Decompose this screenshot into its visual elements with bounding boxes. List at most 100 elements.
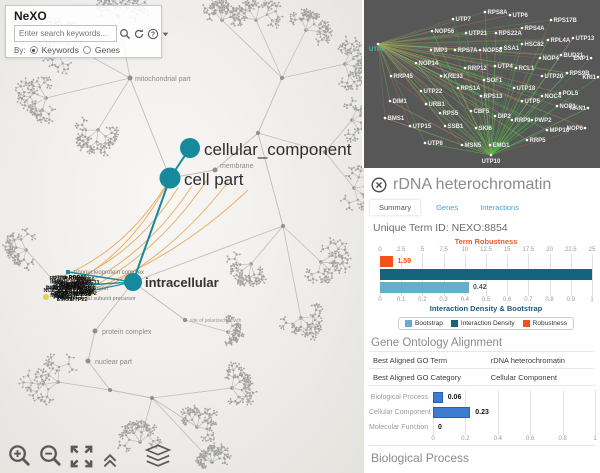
radio-genes[interactable] xyxy=(82,46,91,54)
gene-node[interactable] xyxy=(493,64,497,68)
tab-interactions[interactable]: Interactions xyxy=(480,203,519,212)
gene-node[interactable] xyxy=(530,118,534,122)
gene-label[interactable]: RRP12 xyxy=(468,66,488,72)
gene-label[interactable]: NAN1 xyxy=(570,106,587,112)
tree-node-label[interactable]: protein complex xyxy=(102,329,152,336)
gene-label[interactable]: RPS13 xyxy=(484,94,504,100)
gene-label[interactable]: BUD21 xyxy=(564,53,584,59)
gene-label[interactable]: PWP2 xyxy=(535,118,553,124)
tab-summary[interactable]: Summary xyxy=(370,200,421,215)
gene-node[interactable] xyxy=(565,71,569,75)
gene-label[interactable]: UTP10 xyxy=(482,159,501,165)
tree-node-label[interactable]: membrane xyxy=(220,163,254,170)
tree-node-label[interactable]: site of polarized growth xyxy=(190,318,242,324)
gene-node[interactable] xyxy=(464,31,468,35)
gene-label[interactable]: RPS4A xyxy=(525,26,546,32)
gene-node[interactable] xyxy=(508,13,512,17)
search-input[interactable] xyxy=(14,25,117,42)
tree-node-label[interactable]: nuclear part xyxy=(95,359,132,366)
gene-label[interactable]: NOP1 xyxy=(560,104,577,110)
gene-label[interactable]: KRI1 xyxy=(582,75,596,81)
tree-node-label[interactable]: cell part xyxy=(184,170,244,189)
gene-label[interactable]: SKI6 xyxy=(479,126,493,132)
gene-label[interactable]: UTP13 xyxy=(576,36,595,42)
gene-label[interactable]: SOF1 xyxy=(487,78,503,84)
tree-node-label[interactable]: ribosomal subunit precursor xyxy=(68,296,136,302)
gene-node[interactable] xyxy=(493,114,497,118)
gene-node[interactable] xyxy=(479,94,483,98)
gene-node[interactable] xyxy=(489,153,493,157)
gene-label[interactable]: UTP5 xyxy=(525,99,541,105)
search-icon[interactable] xyxy=(119,28,131,40)
gene-node[interactable] xyxy=(408,124,412,128)
gene-node[interactable] xyxy=(451,17,455,21)
gene-node[interactable] xyxy=(474,126,478,130)
close-icon[interactable] xyxy=(371,177,387,193)
gene-label[interactable]: SSA1 xyxy=(504,46,520,52)
gene-node[interactable] xyxy=(525,138,529,142)
gene-node[interactable] xyxy=(469,109,473,113)
radio-genes-label[interactable]: Genes xyxy=(94,45,120,55)
gene-label[interactable]: EMG1 xyxy=(493,143,511,149)
node-cellular-component[interactable] xyxy=(180,138,200,158)
fit-to-screen-button[interactable] xyxy=(69,444,94,469)
gene-label[interactable]: RPS17B xyxy=(554,18,578,24)
tree-node-label[interactable]: intracellular xyxy=(145,275,219,290)
gene-node[interactable] xyxy=(538,56,542,60)
layers-button[interactable] xyxy=(144,443,172,470)
node-intracellular[interactable] xyxy=(124,273,142,291)
gene-node[interactable] xyxy=(414,61,418,65)
gene-label[interactable]: NOP14 xyxy=(419,61,439,67)
gene-label[interactable]: RRP5 xyxy=(530,138,547,144)
gene-node[interactable] xyxy=(443,124,447,128)
gene-label[interactable]: UTP18 xyxy=(517,86,536,92)
gene-label[interactable]: NOP6 xyxy=(567,126,584,132)
gene-node[interactable] xyxy=(520,26,524,30)
gene-node[interactable] xyxy=(460,143,464,147)
gene-label[interactable]: UTP15 xyxy=(413,124,432,130)
tree-node-label[interactable]: ribonucleoprotein complex xyxy=(74,270,144,276)
gene-node[interactable] xyxy=(596,75,600,79)
gene-label[interactable]: UTP8 xyxy=(428,141,444,147)
gene-label[interactable]: UTP4 xyxy=(498,64,514,70)
gene-node[interactable] xyxy=(463,66,467,70)
gene-node[interactable] xyxy=(430,29,434,33)
zoom-in-button[interactable] xyxy=(6,443,33,470)
gene-node[interactable] xyxy=(558,91,562,95)
gene-node[interactable] xyxy=(514,66,518,70)
caret-down-icon[interactable] xyxy=(161,28,170,40)
gene-node[interactable] xyxy=(520,99,524,103)
gene-node[interactable] xyxy=(453,48,457,52)
gene-label[interactable]: POL5 xyxy=(563,91,579,97)
gene-label[interactable]: UTP9 xyxy=(369,47,385,53)
gene-node[interactable] xyxy=(540,94,544,98)
gene-label[interactable]: DIM1 xyxy=(393,99,408,105)
gene-label[interactable]: UTP22 xyxy=(424,89,443,95)
tab-genes[interactable]: Genes xyxy=(436,203,459,212)
gene-node[interactable] xyxy=(424,102,428,106)
gene-label[interactable]: NOC4 xyxy=(545,94,562,100)
zoom-out-button[interactable] xyxy=(37,443,64,470)
ontology-tree-canvas[interactable]: ribonucleoprotein complex ribosomal subun… xyxy=(0,0,364,473)
gene-label[interactable]: UTP20 xyxy=(545,74,564,80)
gene-node[interactable] xyxy=(482,78,486,82)
gene-label[interactable]: RPL4A xyxy=(551,38,571,44)
gene-node[interactable] xyxy=(383,116,387,120)
gene-node[interactable] xyxy=(520,42,524,46)
gene-label[interactable]: UTP6 xyxy=(513,13,529,19)
gene-label[interactable]: KRE33 xyxy=(444,74,464,80)
gene-node[interactable] xyxy=(540,74,544,78)
gene-node[interactable] xyxy=(438,111,442,115)
gene-label[interactable]: DIP2 xyxy=(498,114,512,120)
gene-node[interactable] xyxy=(559,53,563,57)
gene-node[interactable] xyxy=(571,36,575,40)
gene-label[interactable]: ENP1 xyxy=(573,56,589,62)
help-icon[interactable]: ? xyxy=(147,28,159,40)
collapse-tree-button[interactable] xyxy=(102,450,118,470)
tree-node-label[interactable]: cellular_component xyxy=(204,140,352,159)
gene-label[interactable]: NOP56 xyxy=(435,29,455,35)
gene-node[interactable] xyxy=(499,46,503,50)
gene-node[interactable] xyxy=(512,86,516,90)
node-cell-part[interactable] xyxy=(159,167,181,189)
